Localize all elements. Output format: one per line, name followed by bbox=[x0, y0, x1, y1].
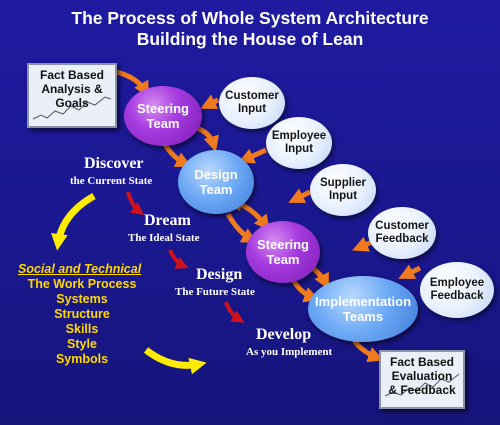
employee-feedback-bubble: Employee Feedback bbox=[420, 262, 494, 318]
employee-feedback-line1: Employee bbox=[429, 277, 485, 289]
customer-input-line2: Input bbox=[237, 103, 267, 115]
fact-based-analysis-box: Fact Based Analysis & Goals bbox=[27, 63, 117, 128]
arrow-customer-input bbox=[200, 94, 220, 109]
list-item-structure: Structure bbox=[54, 307, 110, 321]
fact-start-line3: Goals bbox=[55, 96, 89, 110]
stage-dream-sub: The Ideal State bbox=[128, 232, 200, 244]
arrow-implementation-to-fact bbox=[351, 338, 384, 363]
design-team-line1: Design bbox=[194, 167, 238, 182]
supplier-input-bubble: Supplier Input bbox=[310, 164, 376, 216]
customer-input-line1: Customer bbox=[225, 90, 279, 102]
list-item-skills: Skills bbox=[65, 322, 99, 336]
steering-team-1-line1: Steering bbox=[136, 101, 189, 116]
stage-discover-heading: Discover bbox=[84, 155, 144, 172]
stage-dream-heading: Dream bbox=[144, 212, 191, 229]
social-technical-title: Social and Technical bbox=[18, 262, 142, 276]
arrow-yellow-down bbox=[51, 192, 96, 251]
implementation-teams: Implementation Teams bbox=[308, 276, 418, 342]
arrow-discover-to-dream bbox=[126, 191, 145, 216]
employee-input-line1: Employee bbox=[271, 130, 327, 142]
trend-line-icon bbox=[32, 96, 112, 120]
design-team-line2: Team bbox=[199, 182, 233, 197]
customer-input-bubble: Customer Input bbox=[219, 77, 285, 129]
diagram-subtitle: Building the House of Lean bbox=[136, 29, 364, 49]
steering-team-1: Steering Team bbox=[124, 86, 202, 146]
employee-input-bubble: Employee Input bbox=[266, 117, 332, 169]
supplier-input-line2: Input bbox=[328, 190, 358, 202]
steering-team-2-line1: Steering bbox=[256, 237, 309, 252]
fact-based-evaluation-box: Fact Based Evaluation & Feedback bbox=[379, 350, 465, 409]
employee-input-line2: Input bbox=[284, 143, 314, 155]
steering-team-2: Steering Team bbox=[246, 221, 320, 283]
arrow-fact-to-steering bbox=[116, 69, 150, 98]
arrow-dream-to-design bbox=[168, 249, 189, 269]
implementation-teams-line1: Implementation bbox=[314, 294, 412, 309]
customer-feedback-line2: Feedback bbox=[375, 233, 429, 245]
arrow-supplier-input bbox=[288, 188, 312, 203]
steering-team-1-line2: Team bbox=[146, 116, 180, 131]
list-item-symbols: Symbols bbox=[55, 352, 109, 366]
fact-end-line2: Evaluation bbox=[391, 369, 453, 383]
list-item-style: Style bbox=[67, 337, 97, 351]
list-item-systems: Systems bbox=[56, 292, 108, 306]
design-team: Design Team bbox=[178, 150, 254, 214]
list-item-work-process: The Work Process bbox=[27, 277, 137, 291]
fact-end-line1: Fact Based bbox=[389, 355, 455, 369]
employee-feedback-line2: Feedback bbox=[430, 290, 484, 302]
stage-design-heading: Design bbox=[196, 266, 243, 283]
arrow-employee-input bbox=[238, 147, 268, 164]
customer-feedback-line1: Customer bbox=[375, 220, 429, 232]
arrow-design-to-develop bbox=[224, 301, 245, 323]
trend-line-icon bbox=[384, 373, 460, 397]
arrow-yellow-right bbox=[143, 347, 207, 375]
fact-start-line1: Fact Based bbox=[39, 68, 105, 82]
implementation-teams-line2: Teams bbox=[342, 309, 384, 324]
fact-start-line2: Analysis & bbox=[41, 82, 103, 96]
arrow-employee-feedback bbox=[398, 264, 422, 279]
stage-discover-sub: the Current State bbox=[70, 175, 153, 187]
steering-team-2-line2: Team bbox=[266, 252, 300, 267]
customer-feedback-bubble: Customer Feedback bbox=[368, 207, 436, 259]
stage-develop-heading: Develop bbox=[256, 326, 312, 343]
arrow-steering2-down bbox=[225, 212, 258, 244]
stage-design-sub: The Future State bbox=[175, 286, 255, 298]
fact-end-line3: & Feedback bbox=[388, 383, 456, 397]
stage-develop-sub: As you Implement bbox=[246, 346, 333, 358]
diagram-title: The Process of Whole System Architecture bbox=[71, 8, 429, 28]
arrow-design-steering-up bbox=[195, 125, 220, 153]
supplier-input-line1: Supplier bbox=[319, 177, 366, 189]
